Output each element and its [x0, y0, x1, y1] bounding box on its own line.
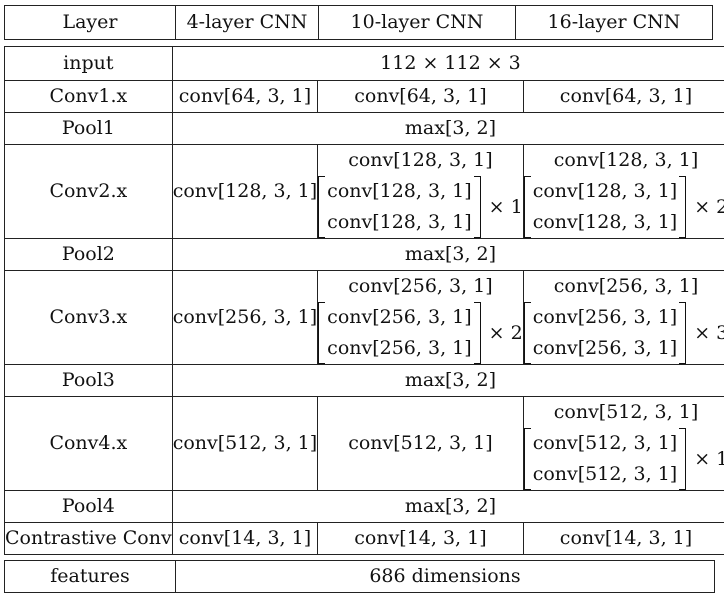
first-conv: conv[128, 3, 1]	[348, 149, 493, 171]
cell-4-layer: conv[128, 3, 1]	[171, 144, 319, 239]
row-pool2: Pool2 max[3, 2]	[4, 238, 724, 271]
block-conv: conv[256, 3, 1]	[327, 337, 472, 359]
block-multiplier: × 1	[694, 447, 724, 470]
header-16-layer: 16-layer CNN	[515, 5, 713, 40]
cell-10-layer: conv[14, 3, 1]	[317, 522, 524, 555]
first-conv: conv[256, 3, 1]	[553, 275, 699, 297]
row-pool3: Pool3 max[3, 2]	[4, 364, 724, 397]
row-label: Conv4.x	[4, 396, 173, 491]
row-label: Contrastive Conv	[4, 522, 173, 555]
cell-16-layer: conv[128, 3, 1] conv[128, 3, 1] conv[128…	[522, 144, 724, 239]
residual-block-bracket: conv[256, 3, 1] conv[256, 3, 1]	[523, 302, 687, 364]
first-conv: conv[512, 3, 1]	[553, 401, 699, 423]
features-table: features 686 dimensions	[4, 560, 715, 593]
row-input: input 112 × 112 × 3	[4, 46, 724, 81]
cell-16-layer: conv[512, 3, 1] conv[512, 3, 1] conv[512…	[522, 396, 724, 491]
row-label: Pool3	[4, 364, 173, 397]
features-dimensions: 686 dimensions	[175, 560, 715, 593]
header-layer: Layer	[4, 5, 176, 40]
block-conv: conv[256, 3, 1]	[327, 306, 472, 328]
row-label: Pool1	[4, 112, 173, 145]
row-label: features	[4, 560, 176, 593]
cell-4-layer: conv[14, 3, 1]	[171, 522, 319, 555]
residual-block-bracket: conv[256, 3, 1] conv[256, 3, 1]	[318, 302, 481, 364]
cell-16-layer: conv[14, 3, 1]	[522, 522, 724, 555]
row-label: input	[4, 46, 173, 81]
row-label: Conv3.x	[4, 270, 173, 365]
block-conv: conv[128, 3, 1]	[327, 180, 472, 202]
block-conv: conv[128, 3, 1]	[327, 211, 472, 233]
row-label: Pool2	[4, 238, 173, 271]
residual-block-bracket: conv[512, 3, 1] conv[512, 3, 1]	[523, 428, 687, 490]
row-pool4: Pool4 max[3, 2]	[4, 490, 724, 523]
header-10-layer: 10-layer CNN	[318, 5, 516, 40]
block-conv: conv[256, 3, 1]	[532, 337, 678, 359]
pool-value: max[3, 2]	[171, 364, 724, 397]
block-conv: conv[128, 3, 1]	[532, 211, 678, 233]
block-multiplier: × 2	[488, 321, 523, 344]
input-size: 112 × 112 × 3	[171, 46, 724, 81]
row-conv3: Conv3.x conv[256, 3, 1] conv[256, 3, 1] …	[4, 270, 724, 365]
block-multiplier: × 3	[694, 321, 724, 344]
row-conv2: Conv2.x conv[128, 3, 1] conv[128, 3, 1] …	[4, 144, 724, 239]
first-conv: conv[128, 3, 1]	[553, 149, 699, 171]
block-conv: conv[128, 3, 1]	[532, 180, 678, 202]
block-conv: conv[256, 3, 1]	[532, 306, 678, 328]
row-features: features 686 dimensions	[4, 560, 715, 593]
cell-4-layer: conv[64, 3, 1]	[171, 80, 319, 113]
pool-value: max[3, 2]	[171, 238, 724, 271]
cell-10-layer: conv[128, 3, 1] conv[128, 3, 1] conv[128…	[317, 144, 524, 239]
architecture-table: input 112 × 112 × 3 Conv1.x conv[64, 3, …	[4, 46, 724, 555]
row-label: Conv2.x	[4, 144, 173, 239]
cell-10-layer: conv[64, 3, 1]	[317, 80, 524, 113]
pool-value: max[3, 2]	[171, 112, 724, 145]
block-multiplier: × 2	[694, 195, 724, 218]
row-label: Pool4	[4, 490, 173, 523]
cell-10-layer: conv[256, 3, 1] conv[256, 3, 1] conv[256…	[317, 270, 524, 365]
block-multiplier: × 1	[488, 195, 523, 218]
cell-16-layer: conv[64, 3, 1]	[522, 80, 724, 113]
cell-16-layer: conv[256, 3, 1] conv[256, 3, 1] conv[256…	[522, 270, 724, 365]
cell-4-layer: conv[256, 3, 1]	[171, 270, 319, 365]
row-label: Conv1.x	[4, 80, 173, 113]
header-table: Layer 4-layer CNN 10-layer CNN 16-layer …	[4, 5, 713, 40]
residual-block-bracket: conv[128, 3, 1] conv[128, 3, 1]	[318, 176, 481, 238]
pool-value: max[3, 2]	[171, 490, 724, 523]
row-conv4: Conv4.x conv[512, 3, 1] conv[512, 3, 1] …	[4, 396, 724, 491]
header-4-layer: 4-layer CNN	[175, 5, 319, 40]
block-conv: conv[512, 3, 1]	[532, 463, 678, 485]
row-conv1: Conv1.x conv[64, 3, 1] conv[64, 3, 1] co…	[4, 80, 724, 113]
header-row: Layer 4-layer CNN 10-layer CNN 16-layer …	[4, 5, 713, 40]
row-contrastive-conv: Contrastive Conv conv[14, 3, 1] conv[14,…	[4, 522, 724, 555]
residual-block-bracket: conv[128, 3, 1] conv[128, 3, 1]	[523, 176, 687, 238]
row-pool1: Pool1 max[3, 2]	[4, 112, 724, 145]
first-conv: conv[256, 3, 1]	[348, 275, 493, 297]
cell-4-layer: conv[512, 3, 1]	[171, 396, 319, 491]
block-conv: conv[512, 3, 1]	[532, 432, 678, 454]
cell-10-layer: conv[512, 3, 1]	[317, 396, 524, 491]
